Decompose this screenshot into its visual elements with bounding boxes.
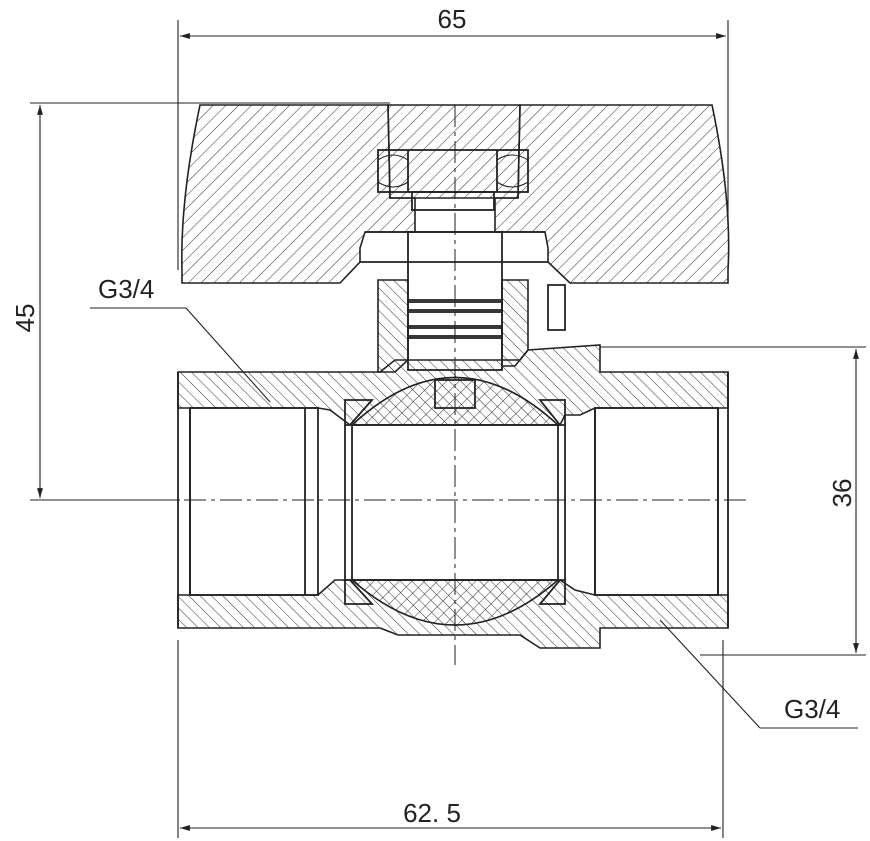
dimension-body-height-36: 36: [600, 346, 866, 656]
thread-label-left: G3/4: [90, 274, 271, 403]
thread-label-right-text: G3/4: [784, 694, 840, 724]
dimension-height-45: 45: [10, 102, 390, 501]
dimension-height-label: 45: [10, 304, 40, 333]
thread-label-left-text: G3/4: [98, 274, 154, 304]
hex-nut: [377, 149, 529, 211]
thread-label-right: G3/4: [659, 619, 858, 729]
dimension-width-label: 65: [438, 4, 467, 34]
dimension-length-label: 62. 5: [403, 798, 461, 828]
dimension-body-height-label: 36: [827, 479, 857, 508]
ball-seats: [344, 399, 566, 605]
bonnet: [377, 279, 566, 373]
stem-seals: [407, 301, 503, 337]
dimension-width-65: 65: [177, 4, 729, 270]
dimension-length-62-5: 62. 5: [177, 640, 724, 838]
butterfly-handle: [181, 104, 730, 284]
ball: [344, 376, 566, 626]
